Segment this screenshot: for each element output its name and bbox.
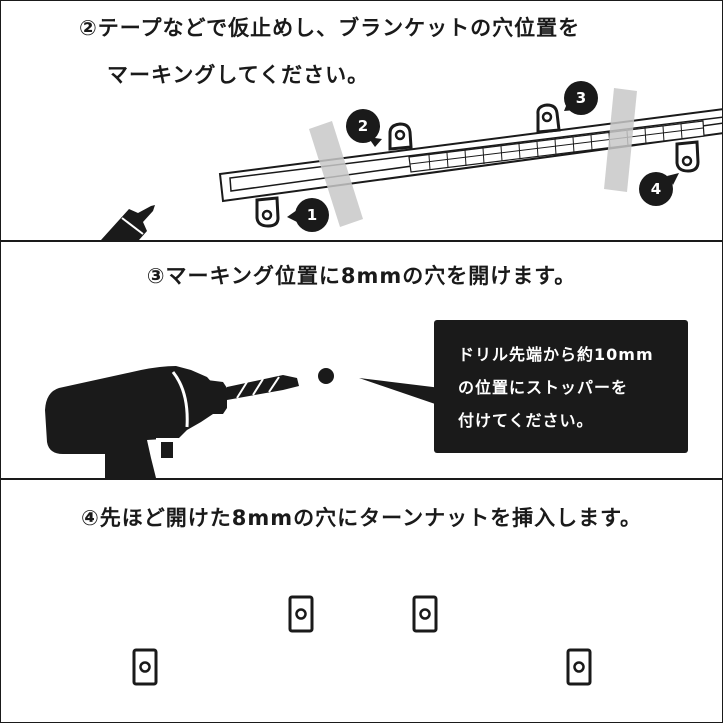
bracket-3 (536, 103, 561, 134)
stopper-callout: ドリル先端から約10mm の位置にストッパーを 付けてください。 (434, 320, 688, 453)
badge-1: 1 (287, 198, 329, 232)
turn-nut-icon (288, 595, 314, 633)
drill-illustration (45, 366, 441, 478)
bracket-1 (255, 196, 280, 228)
svg-text:2: 2 (358, 117, 368, 135)
callout-line3: 付けてください。 (458, 411, 594, 430)
curtain-rail-marking-illustration: 1 2 3 4 (101, 81, 722, 240)
svg-text:1: 1 (307, 206, 317, 224)
divider (1, 478, 722, 480)
step2-instruction-line2: マーキングしてください。 (107, 63, 370, 87)
divider (1, 240, 722, 242)
callout-pointer (359, 378, 441, 406)
step3-instruction: ③マーキング位置に8mmの穴を開けます。 (146, 264, 577, 288)
turn-nut-holes-illustration (132, 595, 592, 686)
tape-strip-right (604, 88, 637, 192)
bracket-4 (675, 140, 700, 173)
turn-nut-icon (412, 595, 438, 633)
step4-instruction: ④先ほど開けた8mmの穴にターンナットを挿入します。 (80, 506, 642, 530)
callout-line2: の位置にストッパーを (458, 378, 629, 397)
turn-nut-icon (132, 648, 158, 686)
badge-4: 4 (639, 172, 679, 206)
hole-marker-dot (318, 368, 334, 384)
badge-2: 2 (346, 109, 382, 147)
callout-line1: ドリル先端から約10mm (458, 345, 654, 364)
svg-text:3: 3 (576, 89, 586, 107)
svg-text:4: 4 (651, 180, 661, 198)
marker-pen-icon (101, 205, 155, 240)
badge-3: 3 (564, 81, 598, 115)
tape-strip-left (309, 121, 363, 227)
bracket-2 (388, 122, 413, 151)
step3-panel: ③マーキング位置に8mmの穴を開けます。 (1, 242, 722, 478)
step4-panel: ④先ほど開けた8mmの穴にターンナットを挿入します。 (1, 480, 722, 722)
step2-panel: ②テープなどで仮止めし、ブランケットの穴位置を マーキングしてください。 (1, 1, 722, 240)
drill-icon (45, 366, 299, 478)
turn-nut-icon (566, 648, 592, 686)
step2-instruction-line1: ②テープなどで仮止めし、ブランケットの穴位置を (79, 16, 581, 40)
